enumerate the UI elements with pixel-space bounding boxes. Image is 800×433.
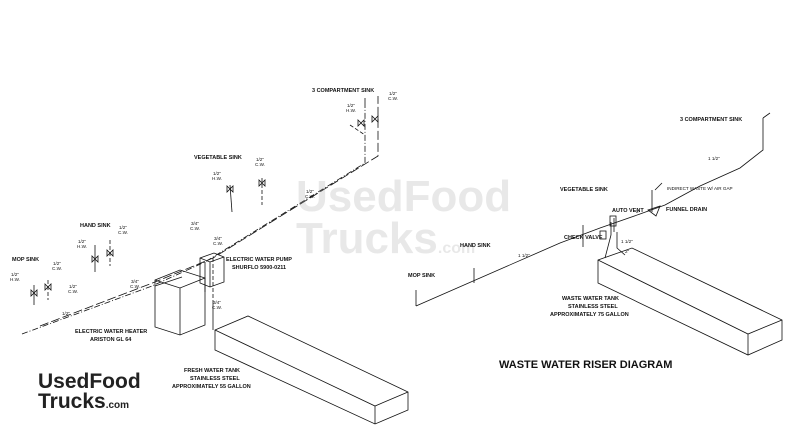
- valve-hand-hw: [91, 255, 99, 263]
- ww-size-tank: 2": [625, 249, 630, 254]
- ww-tank-label-1: WASTE WATER TANK: [562, 296, 619, 302]
- heater-label-2: ARISTON GL 64: [90, 337, 132, 343]
- size-mop-cw: 1/2"C.W.: [52, 261, 62, 271]
- ww-3comp-sink-label: 3 COMPARTMENT SINK: [680, 117, 743, 123]
- funnel-drain-icon: [647, 205, 661, 217]
- size-mop-main: 1/2"C.W.: [68, 284, 78, 294]
- logo-line2: Trucks: [38, 389, 106, 413]
- ww-tank-label-2: STAINLESS STEEL: [568, 304, 618, 310]
- size-main-lower: 1/2": [62, 311, 71, 316]
- size-veg-hw: 1/2"H.W.: [212, 171, 222, 181]
- size-mop-hw: 1/2"H.W.: [10, 272, 20, 282]
- size-main-cw: 1/2"C.W.: [305, 189, 315, 199]
- watermark-line1: UsedFood: [296, 172, 512, 221]
- ww-mop-sink-label: MOP SINK: [408, 273, 436, 279]
- fw-tank-label-2: STAINLESS STEEL: [190, 376, 240, 382]
- fresh-water-tank: [214, 315, 409, 425]
- heater-label-1: ELECTRIC WATER HEATER: [75, 329, 148, 335]
- ww-tank-label-3: APPROXIMATELY 75 GALLON: [550, 312, 629, 318]
- watermark: UsedFood Trucks.com: [296, 172, 512, 263]
- ww-size-funnel: 2": [636, 209, 641, 214]
- fw-hand-sink-label: HAND SINK: [80, 223, 111, 229]
- valve-hand-cw: [106, 249, 114, 257]
- ww-veg-sink-label: VEGETABLE SINK: [560, 187, 608, 193]
- valve-veg-cw: [258, 179, 266, 187]
- size-main-hw: 3/4"C.W.: [190, 221, 200, 231]
- check-valve-icon: [599, 230, 607, 240]
- fw-tank-label-1: FRESH WATER TANK: [184, 368, 241, 374]
- fw-3comp-sink-label: 3 COMPARTMENT SINK: [312, 88, 375, 94]
- pump-label-1: ELECTRIC WATER PUMP: [226, 257, 292, 263]
- logo-line1: UsedFood: [38, 370, 141, 393]
- fw-mop-sink-label: MOP SINK: [12, 257, 40, 263]
- valve-3comp-cw: [371, 115, 379, 123]
- ww-size-branch: 1 1/2": [621, 239, 633, 244]
- size-veg-cw: 1/2"C.W.: [255, 157, 265, 167]
- waste-diagram-title: WASTE WATER RISER DIAGRAM: [499, 359, 673, 371]
- auto-vent-label: AUTO VENT: [612, 208, 644, 214]
- valve-mop-cw: [44, 283, 52, 291]
- watermark-suffix: .com: [437, 239, 476, 257]
- hot-water-main: [21, 108, 366, 335]
- funnel-drain-label: FUNNEL DRAIN: [666, 207, 708, 213]
- check-valve-label: CHECK VALVE: [564, 235, 603, 241]
- water-heater-box: [154, 269, 206, 336]
- water-pump-box: [199, 252, 225, 288]
- ww-hand-sink-label: HAND SINK: [460, 243, 491, 249]
- size-hand-hw: 1/2"H.W.: [77, 239, 87, 249]
- watermark-line2: Trucks: [296, 213, 438, 263]
- fw-tank-label-3: APPROXIMATELY 55 GALLON: [172, 384, 251, 390]
- size-hand-cw: 1/2"C.W.: [118, 225, 128, 235]
- usedfoodtrucks-logo: UsedFood Trucks.com: [38, 370, 141, 413]
- logo-suffix: .com: [105, 399, 130, 411]
- pump-label-2: SHURFLO 5900-0211: [232, 265, 287, 271]
- size-3comp-hw: 1/2"H.W.: [346, 103, 356, 113]
- valve-3comp-hw: [357, 119, 365, 127]
- valve-veg-hw: [226, 185, 234, 193]
- waste-water-tank: [597, 247, 783, 356]
- size-3comp-cw: 1/2"C.W.: [388, 91, 398, 101]
- ww-size-3comp: 1 1/2": [708, 156, 720, 161]
- size-heater-cw: 3/4"C.W.: [130, 279, 140, 289]
- fw-veg-sink-label: VEGETABLE SINK: [194, 155, 242, 161]
- auto-vent-icon: [609, 215, 617, 227]
- ww-size-main: 1 1/2": [518, 253, 530, 258]
- indirect-waste-label: INDIRECT WASTE W/ AIR GAP: [667, 186, 733, 191]
- size-pump-cw: 3/4"C.W.: [213, 236, 223, 246]
- valve-mop-hw: [30, 289, 38, 297]
- waste-main: [415, 118, 764, 307]
- size-tank-cw: 3/4"C.W.: [212, 300, 222, 310]
